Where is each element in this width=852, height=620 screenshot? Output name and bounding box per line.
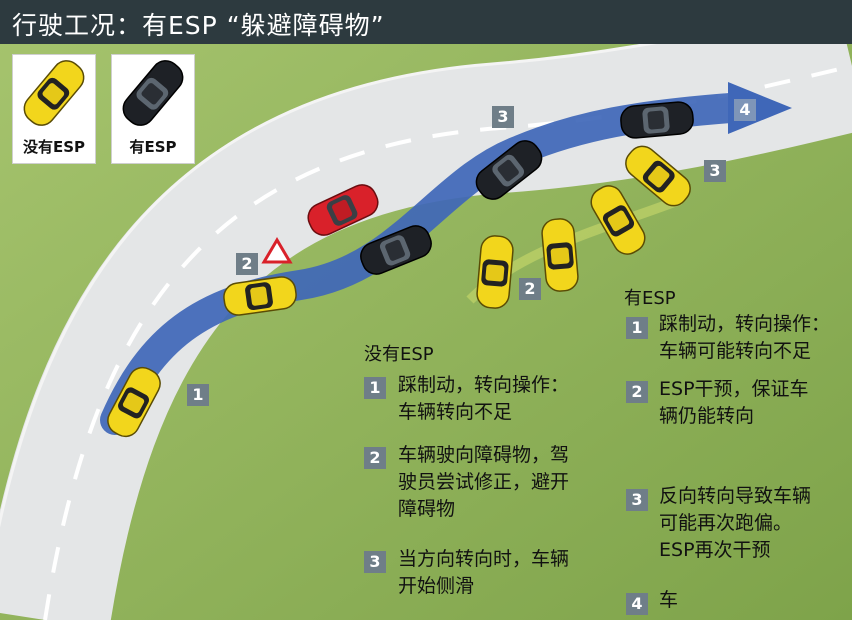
no-esp-step-2-line-3: 障碍物 [398, 498, 456, 520]
page-title: 行驶工况：有ESP “躲避障碍物” [12, 11, 385, 40]
legend-with-esp-label: 有ESP [129, 138, 177, 156]
with-esp-step-2-line-1: ESP干预，保证车 [659, 378, 809, 400]
path-marker-1: 1 [187, 384, 209, 406]
skid-marker-2: 2 [519, 278, 541, 300]
with-esp-step-1-line-1: 踩制动，转向操作： [659, 313, 831, 335]
legend-no-esp-label: 没有ESP [22, 138, 86, 156]
path-arrowhead [728, 82, 792, 134]
warning-triangle-icon [261, 237, 293, 264]
with-esp-step-3-line-1: 反向转向导致车辆 [659, 485, 812, 507]
no-esp-step-1-number: 1 [364, 377, 386, 399]
car-black-4 [618, 100, 696, 140]
with-esp-step-2-number: 2 [626, 381, 648, 403]
with-esp-step-3-number: 3 [626, 489, 648, 511]
with-esp-heading: 有ESP [624, 288, 676, 309]
no-esp-step-1-line-1: 踩制动，转向操作： [398, 374, 570, 396]
no-esp-step-1-line-2: 车辆转向不足 [398, 401, 513, 423]
no-esp-step-2-line-2: 驶员尝试修正，避开 [398, 471, 570, 493]
legend-with-esp: 有ESP [111, 54, 195, 164]
no-esp-step-3-line-2: 开始侧滑 [398, 575, 475, 597]
with-esp-step-2-line-2: 辆仍能转向 [659, 405, 755, 427]
path-marker-3: 3 [492, 106, 514, 128]
path-marker-4: 4 [734, 99, 756, 121]
with-esp-step-1-number: 1 [626, 317, 648, 339]
no-esp-heading: 没有ESP [364, 344, 434, 365]
no-esp-step-2-line-1: 车辆驶向障碍物，驾 [398, 444, 570, 466]
title-bar: 行驶工况：有ESP “躲避障碍物” [0, 0, 852, 44]
with-esp-step-3-line-3: ESP再次干预 [659, 539, 771, 561]
with-esp-step-3-line-2: 可能再次跑偏。 [659, 512, 793, 534]
no-esp-step-3-line-1: 当方向转向时，车辆 [398, 548, 570, 570]
path-marker-2: 2 [236, 253, 258, 275]
no-esp-step-2-number: 2 [364, 447, 386, 469]
with-esp-step-4-number: 4 [626, 593, 648, 615]
with-esp-step-1-line-2: 车辆可能转向不足 [659, 340, 812, 362]
legend-car-black-icon [116, 54, 190, 132]
legend-car-yellow-icon [17, 54, 91, 132]
skid-marker-3: 3 [704, 160, 726, 182]
car-yellow-skid-a [475, 233, 515, 311]
with-esp-step-4-line-1: 车 [659, 589, 679, 611]
legend-no-esp: 没有ESP [12, 54, 96, 164]
car-yellow-skid-b [540, 216, 580, 294]
no-esp-step-3-number: 3 [364, 551, 386, 573]
